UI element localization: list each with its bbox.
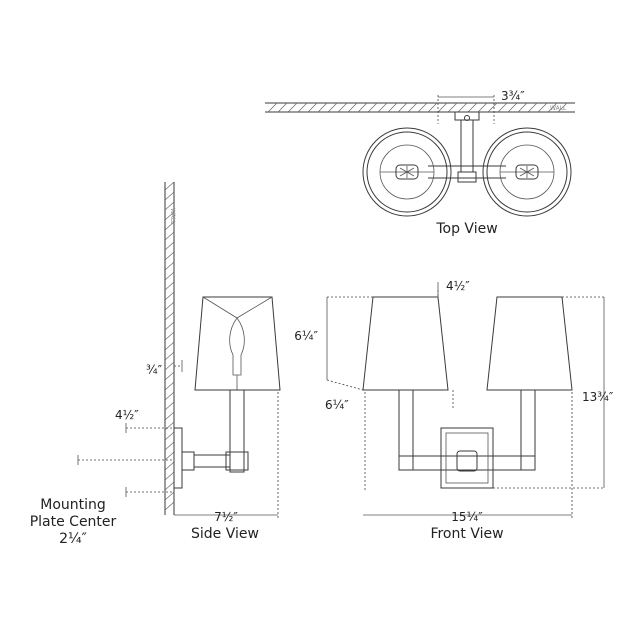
top-view-right-shade [482,127,572,217]
side-dim-top: ¾″ [146,360,183,377]
front-view: 6¼″ 4½″ 6¼″ 13¾″ 15¼″ Front View [294,279,614,542]
side-view-arm [173,389,249,489]
front-dim-shade-gap-label: 4½″ [446,279,470,293]
front-dim-shade-height: 6¼″ [294,296,373,391]
side-view: WALL ¾″ 4½″ [30,181,281,547]
front-view-frame [398,389,536,489]
top-view-left-shade [362,127,452,217]
front-dim-lower: 6¼″ [325,392,366,490]
top-depth-label: 3¾″ [501,89,525,103]
top-depth-dimension: 3¾″ [437,89,525,124]
side-view-wall: WALL [164,181,176,515]
plate-label-line2: Plate Center [30,514,117,530]
front-right-shade [486,296,573,391]
front-dim-overall-width-label: 15¼″ [451,510,483,524]
front-dim-overall-height-label: 13¾″ [582,390,614,404]
side-plate-center: Mounting Plate Center 2¼″ [30,455,174,547]
front-dim-lower-label: 6¼″ [325,398,349,412]
side-view-caption: Side View [191,526,259,542]
front-dim-shade-gap: 4½″ [437,279,470,408]
side-view-shade [194,296,281,391]
plate-label-line1: Mounting [40,497,106,513]
top-view-wall: WALL [265,102,575,113]
front-left-shade [362,296,449,391]
front-dim-overall-width: 15¼″ [363,392,573,524]
top-wall-label: WALL [550,105,567,112]
side-dim-extension-label: 7½″ [214,510,238,524]
side-dim-top-label: ¾″ [146,363,163,377]
top-view: WALL 3¾″ [265,89,575,237]
side-dim-arm: 4½″ [115,408,174,433]
side-wall-label: WALL [169,208,176,225]
front-dim-shade-height-label: 6¼″ [294,329,318,343]
side-dim-arm-label: 4½″ [115,408,139,422]
plate-dim-label: 2¼″ [59,531,87,547]
top-view-arm [428,111,506,183]
front-dim-overall-height: 13¾″ [493,296,614,489]
side-dim-extension: 7½″ [174,392,279,524]
top-view-caption: Top View [435,221,497,237]
front-view-caption: Front View [430,526,503,542]
